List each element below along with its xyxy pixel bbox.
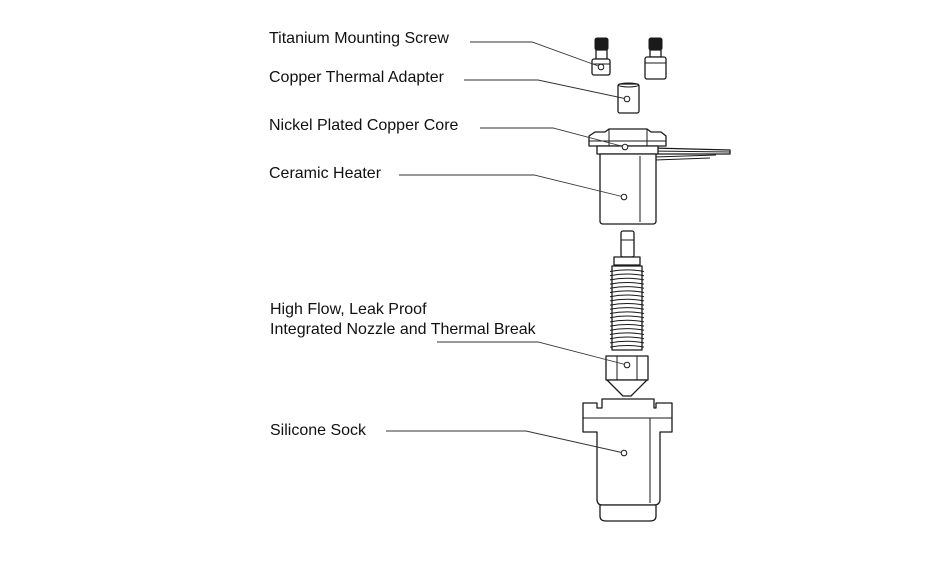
mounting-screw-right — [644, 37, 667, 80]
label-silicone-sock: Silicone Sock — [270, 422, 367, 439]
label-integrated-nozzle: High Flow, Leak Proof Integrated Nozzle … — [270, 300, 536, 340]
integrated-nozzle-thermal-break — [605, 230, 649, 397]
label-nickel-plated-copper-core: Nickel Plated Copper Core — [269, 117, 459, 134]
label-titanium-mounting-screw: Titanium Mounting Screw — [269, 30, 449, 47]
leader-lines — [386, 41, 628, 454]
heater-wires — [651, 147, 731, 161]
leader-core — [480, 127, 626, 148]
leader-adapter — [464, 79, 628, 100]
label-copper-thermal-adapter: Copper Thermal Adapter — [269, 69, 444, 86]
silicone-sock — [582, 398, 673, 522]
label-nozzle-line-2: Integrated Nozzle and Thermal Break — [270, 321, 536, 338]
label-ceramic-heater: Ceramic Heater — [269, 165, 382, 182]
thread-lines — [609, 269, 645, 348]
label-nozzle-line-1: High Flow, Leak Proof — [270, 301, 427, 318]
leader-screw — [470, 41, 602, 68]
ceramic-heater — [599, 153, 657, 225]
callout-dots — [597, 63, 631, 457]
leader-heater — [399, 174, 625, 198]
leader-nozzle — [437, 341, 628, 366]
leader-sock — [386, 430, 625, 454]
nickel-plated-copper-core — [588, 128, 667, 155]
